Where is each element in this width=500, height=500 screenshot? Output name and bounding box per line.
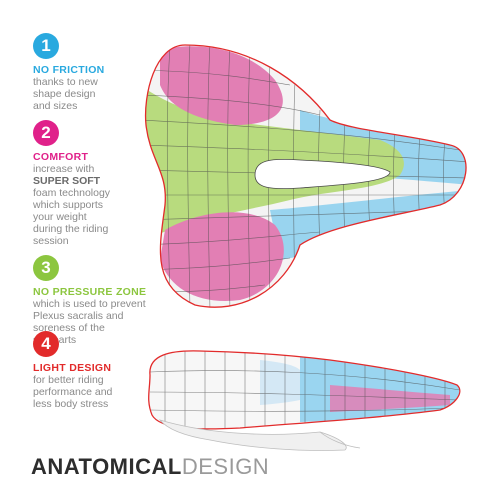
feature-line: which supports	[33, 199, 104, 211]
feature-line: thanks to new	[33, 76, 98, 88]
feature-title: LIGHT DESIGN	[33, 362, 112, 374]
feature-line: shape design	[33, 88, 96, 100]
feature-title: NO PRESSURE ZONE	[33, 286, 147, 298]
feature-line: SUPER SOFT	[33, 175, 153, 187]
feature-line: for better riding	[33, 374, 104, 386]
badge-number: 1	[41, 36, 51, 55]
feature-light-design: 4 LIGHT DESIGN for better riding perform…	[33, 331, 153, 410]
feature-line: foam technology	[33, 187, 111, 199]
feature-strong: SUPER SOFT	[33, 175, 101, 187]
feature-line: which is used to prevent	[33, 298, 146, 310]
feature-line: session	[33, 235, 69, 247]
feature-line: your weight	[33, 211, 87, 223]
brand-title: ANATOMICALDESIGN	[31, 454, 269, 480]
feature-comfort: 2 COMFORT increase with SUPER SOFT foam …	[33, 120, 153, 247]
badge-number: 2	[41, 123, 51, 142]
badge-3: 3	[33, 255, 59, 281]
badge-2: 2	[33, 120, 59, 146]
feature-line: during the riding	[33, 223, 109, 235]
saddle-top-outline	[144, 44, 467, 308]
feature-no-friction: 1 NO FRICTION thanks to new shape design…	[33, 33, 153, 112]
feature-line: Plexus sacralis and	[33, 310, 124, 322]
saddle-cutout	[254, 158, 391, 190]
badge-1: 1	[33, 33, 59, 59]
badge-4: 4	[33, 331, 59, 357]
badge-number: 3	[41, 258, 51, 277]
feature-title: NO FRICTION	[33, 64, 105, 76]
brand-bold: ANATOMICAL	[31, 454, 182, 479]
feature-title: COMFORT	[33, 151, 89, 163]
saddle-side-view	[148, 350, 461, 451]
feature-line: increase with	[33, 163, 95, 175]
feature-line: and sizes	[33, 100, 78, 112]
feature-line: less body stress	[33, 398, 109, 410]
brand-light: DESIGN	[181, 454, 270, 479]
feature-line: performance and	[33, 386, 113, 398]
badge-number: 4	[41, 334, 51, 353]
